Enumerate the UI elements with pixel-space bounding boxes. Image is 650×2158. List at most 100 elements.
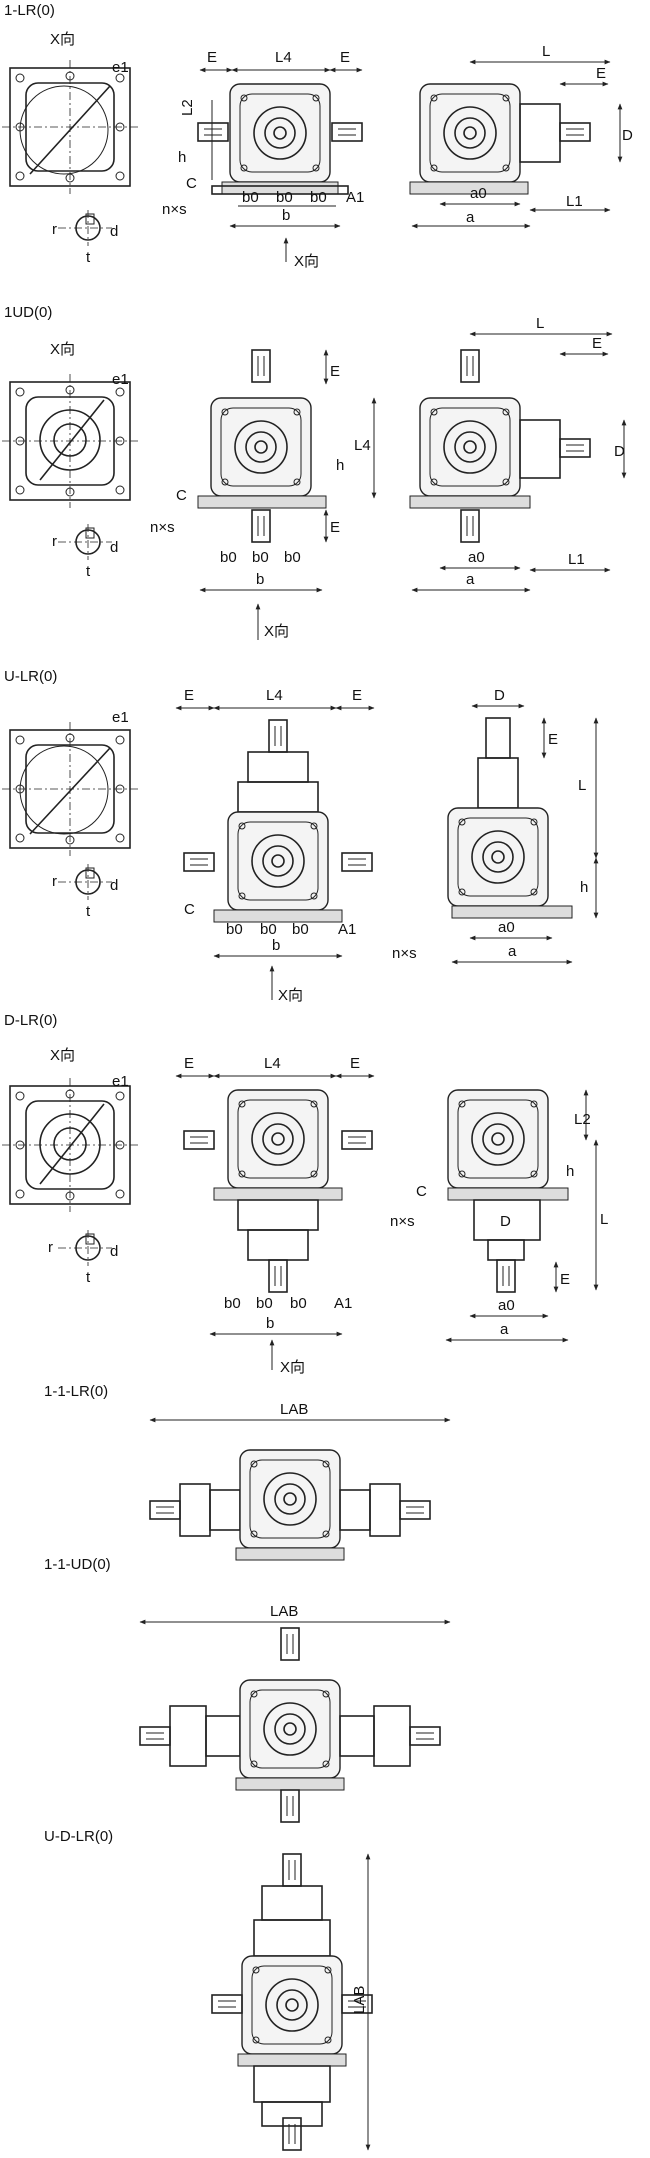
dim-l2-4: L2 [574, 1111, 591, 1128]
dim-l4: L4 [275, 49, 292, 66]
dim-a1: A1 [346, 189, 364, 206]
section-2-1ud-drawing: X向 e1 r d t E L4 h E C n×s b0 b0 b0 b X向 [1, 315, 627, 640]
dim-b0-4-3: b0 [290, 1295, 307, 1312]
dim-b0-2: b0 [276, 189, 293, 206]
dim-e-right-4: E [350, 1055, 360, 1072]
dim-lab-6: LAB [270, 1603, 298, 1620]
dim-e-side-2: E [592, 335, 602, 352]
dim-l-2: L [536, 315, 544, 332]
section-title-1-1-ud: 1-1-UD(0) [44, 1556, 111, 1573]
section-title-u-d-lr: U-D-LR(0) [44, 1828, 114, 1845]
x-view-label-4: X向 [50, 1047, 75, 1064]
x-view-arrow-label: X向 [294, 253, 319, 270]
section-6-1-1-ud-drawing: LAB [139, 1603, 451, 1823]
dim-l2: L2 [179, 99, 196, 116]
r-label-4: r [48, 1239, 53, 1256]
dim-c-3: C [184, 901, 195, 918]
dim-e-right: E [340, 49, 350, 66]
dim-b-2: b [256, 571, 264, 588]
dim-a0-3: a0 [498, 919, 515, 936]
r-label-3: r [52, 873, 57, 890]
dim-l4-3: L4 [266, 687, 283, 704]
section-7-u-d-lr-drawing: LAB [211, 1853, 373, 2151]
section-title-1-lr: 1-LR(0) [4, 2, 55, 19]
dim-e-bottom-2: E [330, 519, 340, 536]
r-label-2: r [52, 533, 57, 550]
t-label-3: t [86, 903, 91, 920]
dim-b0-4-1: b0 [224, 1295, 241, 1312]
x-view-label: X向 [50, 31, 75, 48]
dim-b-4: b [266, 1315, 274, 1332]
x-view-arrow-label-3: X向 [278, 987, 303, 1004]
d-label-3: d [110, 877, 118, 894]
dim-e-left-3: E [184, 687, 194, 704]
dim-e-top-2: E [330, 363, 340, 380]
dim-h-4: h [566, 1163, 574, 1180]
t-label: t [86, 249, 91, 266]
section-title-1ud: 1UD(0) [4, 304, 53, 321]
dim-c-4: C [416, 1183, 427, 1200]
r-label: r [52, 221, 57, 238]
x-view-arrow-label-4: X向 [280, 1359, 305, 1376]
dim-h-2: h [336, 457, 344, 474]
dim-b: b [282, 207, 290, 224]
e1-label-3: e1 [112, 709, 129, 726]
dim-d-2: D [614, 443, 625, 460]
section-3-u-lr-drawing: e1 r d t E L4 E C b0 b0 b0 A1 b X向 D E [1, 687, 599, 1004]
dim-a1-4: A1 [334, 1295, 352, 1312]
t-label-4: t [86, 1269, 91, 1286]
dim-a0-2: a0 [468, 549, 485, 566]
dim-b0-2-1: b0 [220, 549, 237, 566]
dim-a-3: a [508, 943, 517, 960]
x-view-label-2: X向 [50, 341, 75, 358]
dim-h: h [178, 149, 186, 166]
e1-label: e1 [112, 59, 129, 76]
dim-b0-3-3: b0 [292, 921, 309, 938]
dim-nxs: n×s [162, 201, 187, 218]
dim-b0-3: b0 [310, 189, 327, 206]
dim-b-3: b [272, 937, 280, 954]
dim-d-3: D [494, 687, 505, 704]
section-title-1-1-lr: 1-1-LR(0) [44, 1383, 109, 1400]
e1-label-2: e1 [112, 371, 129, 388]
dim-e-left-4: E [184, 1055, 194, 1072]
d-label-2: d [110, 539, 118, 556]
dim-a: a [466, 209, 475, 226]
dim-b0-2-3: b0 [284, 549, 301, 566]
section-title-u-lr: U-LR(0) [4, 668, 58, 685]
dim-d: D [622, 127, 633, 144]
d-label: d [110, 223, 118, 240]
dim-nxs-4: n×s [390, 1213, 415, 1230]
dim-d-4: D [500, 1213, 511, 1230]
dim-b0-4-2: b0 [256, 1295, 273, 1312]
dim-a0: a0 [470, 185, 487, 202]
dim-a-2: a [466, 571, 475, 588]
dim-l-3: L [578, 777, 586, 794]
dim-l4-2: L4 [354, 437, 371, 454]
dim-l: L [542, 43, 550, 60]
dim-l1: L1 [566, 193, 583, 210]
dim-c: C [186, 175, 197, 192]
dim-nxs-2: n×s [150, 519, 175, 536]
dim-e-left: E [207, 49, 217, 66]
section-4-d-lr-drawing: X向 e1 r d t E L4 E b0 b0 b0 A1 b X向 [1, 1047, 608, 1376]
dim-e-top-3: E [548, 731, 558, 748]
dim-b0-3-2: b0 [260, 921, 277, 938]
dim-a-4: a [500, 1321, 509, 1338]
dim-b0-3-1: b0 [226, 921, 243, 938]
t-label-2: t [86, 563, 91, 580]
section-5-1-1-lr-drawing: LAB [149, 1401, 451, 1561]
dim-lab-7: LAB [351, 1986, 368, 2014]
section-title-d-lr: D-LR(0) [4, 1012, 58, 1029]
dim-lab-5: LAB [280, 1401, 308, 1418]
dim-e-side: E [596, 65, 606, 82]
dim-nxs-3: n×s [392, 945, 417, 962]
dim-a1-3: A1 [338, 921, 356, 938]
e1-label-4: e1 [112, 1073, 129, 1090]
dim-l4-4: L4 [264, 1055, 281, 1072]
dim-e-right-3: E [352, 687, 362, 704]
dim-b0-2-2: b0 [252, 549, 269, 566]
dim-h-3: h [580, 879, 588, 896]
section-1-lr-drawing: X向 e1 r d t E L4 E L2 h C n×s b0 b0 b0 A… [1, 31, 633, 270]
